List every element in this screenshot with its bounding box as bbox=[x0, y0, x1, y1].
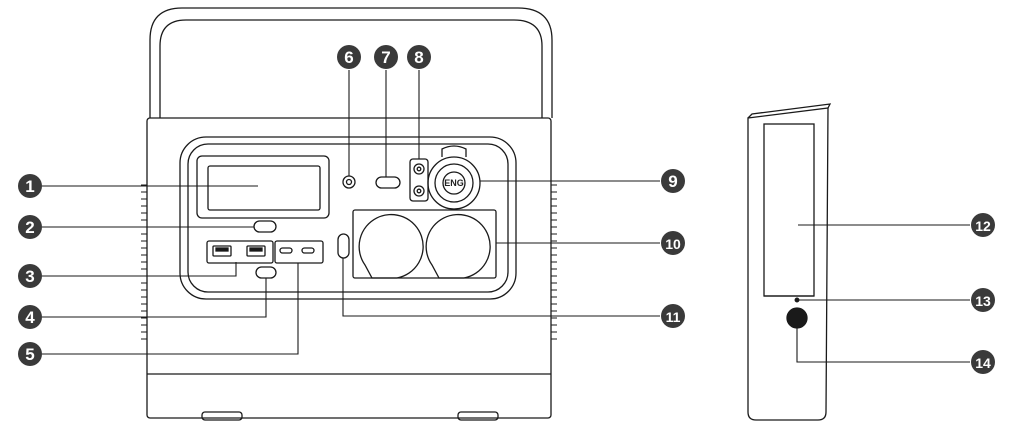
dc5521-port-2[interactable] bbox=[413, 185, 425, 197]
side-body bbox=[747, 107, 829, 421]
callout-11-label: 11 bbox=[666, 309, 681, 325]
callout-10-label: 10 bbox=[665, 236, 681, 252]
leader-lines bbox=[42, 70, 970, 363]
power-button[interactable] bbox=[253, 220, 277, 233]
side-panel bbox=[763, 123, 815, 297]
callout-14: 14 bbox=[971, 350, 995, 374]
callout-12-label: 12 bbox=[975, 218, 991, 234]
right-vents bbox=[551, 184, 557, 340]
callout-2-label: 2 bbox=[25, 218, 34, 237]
callout-1: 1 bbox=[18, 174, 42, 198]
carry-handle bbox=[149, 7, 553, 118]
control-panel-inner bbox=[187, 143, 509, 293]
callout-4: 4 bbox=[18, 305, 42, 329]
callout-5-label: 5 bbox=[25, 345, 34, 364]
ac-outlet-1[interactable] bbox=[358, 213, 424, 279]
side-port[interactable] bbox=[786, 307, 808, 329]
callout-3-label: 3 bbox=[25, 267, 34, 286]
usb-a-port-2-tab bbox=[249, 247, 263, 252]
ac-outlet-2[interactable] bbox=[425, 213, 491, 279]
callout-7: 7 bbox=[374, 45, 398, 69]
callout-7-label: 7 bbox=[381, 48, 390, 67]
callout-6: 6 bbox=[337, 45, 361, 69]
dc-power-button[interactable] bbox=[342, 175, 356, 189]
leader-line-14 bbox=[796, 328, 970, 363]
callout-6-label: 6 bbox=[344, 48, 353, 67]
callout-13-label: 13 bbox=[975, 293, 991, 309]
ac-button[interactable] bbox=[337, 233, 350, 259]
callout-8-label: 8 bbox=[414, 48, 423, 67]
callout-1-label: 1 bbox=[25, 177, 34, 196]
callout-9: 9 bbox=[661, 169, 685, 193]
left-foot bbox=[201, 411, 243, 421]
control-panel bbox=[179, 136, 517, 300]
lcd-display bbox=[207, 165, 321, 211]
callout-2: 2 bbox=[18, 215, 42, 239]
dc-button[interactable] bbox=[375, 176, 401, 189]
side-view bbox=[747, 103, 832, 421]
callout-10: 10 bbox=[661, 231, 685, 255]
car-outlet-cap bbox=[441, 145, 467, 157]
usb-c-port-1[interactable] bbox=[279, 247, 293, 254]
usb-c-port-group bbox=[274, 240, 324, 264]
callout-3: 3 bbox=[18, 264, 42, 288]
leader-line-5 bbox=[42, 263, 299, 355]
callout-13: 13 bbox=[971, 288, 995, 312]
car-outlet-core bbox=[442, 171, 466, 195]
usb-a-port-1-tab bbox=[215, 247, 229, 252]
dc-power-button-center bbox=[345, 178, 353, 186]
dc5521-port-2-pin bbox=[416, 188, 422, 194]
car-outlet-eng-label: ENG bbox=[444, 178, 464, 188]
ac-outlet-frame bbox=[352, 209, 497, 279]
usb-a-port-group bbox=[206, 240, 274, 264]
callout-5: 5 bbox=[18, 342, 42, 366]
carry-handle-inner bbox=[159, 19, 543, 118]
side-top-edge bbox=[747, 103, 832, 119]
callout-12: 12 bbox=[971, 213, 995, 237]
usb-a-port-1[interactable] bbox=[212, 245, 232, 257]
usb-button[interactable] bbox=[255, 266, 277, 279]
indicator-dot bbox=[794, 297, 800, 303]
dc5521-port-1[interactable] bbox=[413, 163, 425, 175]
callout-14-label: 14 bbox=[975, 355, 991, 371]
left-vents bbox=[141, 184, 147, 340]
usb-c-port-2[interactable] bbox=[301, 247, 315, 254]
front-view: ENG bbox=[141, 7, 557, 421]
leader-line-4 bbox=[42, 278, 267, 318]
callout-9-label: 9 bbox=[668, 172, 677, 191]
leader-line-11 bbox=[342, 258, 660, 317]
lcd-display-frame bbox=[196, 155, 330, 219]
callout-4-label: 4 bbox=[25, 308, 35, 327]
callout-8: 8 bbox=[407, 45, 431, 69]
dc5521-port-1-pin bbox=[416, 166, 422, 172]
car-outlet[interactable] bbox=[427, 156, 481, 210]
car-outlet-ring bbox=[434, 163, 474, 203]
dc5521-frame bbox=[409, 158, 429, 202]
right-foot bbox=[457, 411, 499, 421]
usb-a-port-2[interactable] bbox=[246, 245, 266, 257]
callout-11: 11 bbox=[661, 304, 685, 328]
leader-line-3 bbox=[42, 262, 237, 277]
